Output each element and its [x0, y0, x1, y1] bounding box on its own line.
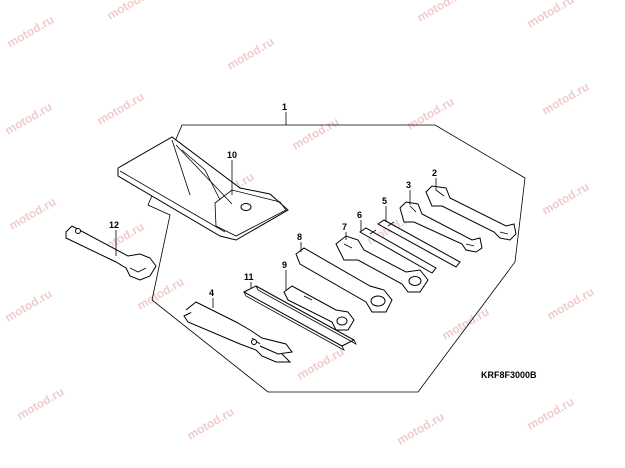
watermark: motod.ru: [15, 384, 67, 422]
ring-wrench-small-part: [283, 285, 355, 331]
watermark: motod.ru: [95, 89, 147, 127]
watermark: motod.ru: [290, 114, 342, 152]
watermark: motod.ru: [415, 0, 467, 25]
watermark: motod.ru: [185, 404, 237, 442]
callout-5: 5: [382, 196, 387, 206]
callout-8: 8: [297, 232, 302, 242]
callout-9: 9: [282, 260, 287, 270]
pin-spanner-part: [65, 225, 157, 281]
box-wrench-part: [335, 235, 429, 293]
watermark-layer: motod.ru motod.ru motod.ru motod.ru moto…: [3, 0, 597, 448]
tool-bag-part: [117, 136, 289, 241]
watermark: motod.ru: [525, 394, 577, 432]
watermark: motod.ru: [5, 12, 57, 50]
callout-2: 2: [432, 168, 437, 178]
callout-10: 10: [227, 150, 237, 160]
screwdriver-bit-alt-part: [359, 227, 437, 274]
callout-11: 11: [244, 272, 254, 282]
open-end-wrench-small-part: [399, 201, 483, 253]
callout-4: 4: [209, 288, 214, 298]
watermark: motod.ru: [225, 34, 277, 72]
ring-wrench-part: [295, 247, 393, 313]
watermark: motod.ru: [545, 284, 597, 322]
screwdriver-bit-part: [377, 219, 461, 268]
watermark: motod.ru: [440, 304, 492, 342]
watermark: motod.ru: [525, 0, 577, 31]
callout-12: 12: [109, 220, 119, 230]
watermark: motod.ru: [540, 79, 592, 117]
pliers-part: [183, 301, 293, 363]
callout-7: 7: [342, 222, 347, 232]
watermark: motod.ru: [540, 179, 592, 217]
callout-3: 3: [406, 180, 411, 190]
watermark: motod.ru: [105, 0, 157, 23]
handle-bar-part: [242, 285, 357, 351]
diagram-code: KRF8F3000B: [481, 370, 537, 380]
watermark: motod.ru: [405, 94, 457, 132]
watermark: motod.ru: [3, 286, 55, 324]
callout-6: 6: [357, 210, 362, 220]
open-end-wrench-large-part: [425, 185, 517, 241]
watermark: motod.ru: [295, 344, 347, 382]
watermark: motod.ru: [7, 194, 59, 232]
callout-1: 1: [282, 102, 287, 112]
watermark: motod.ru: [3, 99, 55, 137]
watermark: motod.ru: [395, 409, 447, 447]
kit-outline-frame: [147, 124, 526, 393]
